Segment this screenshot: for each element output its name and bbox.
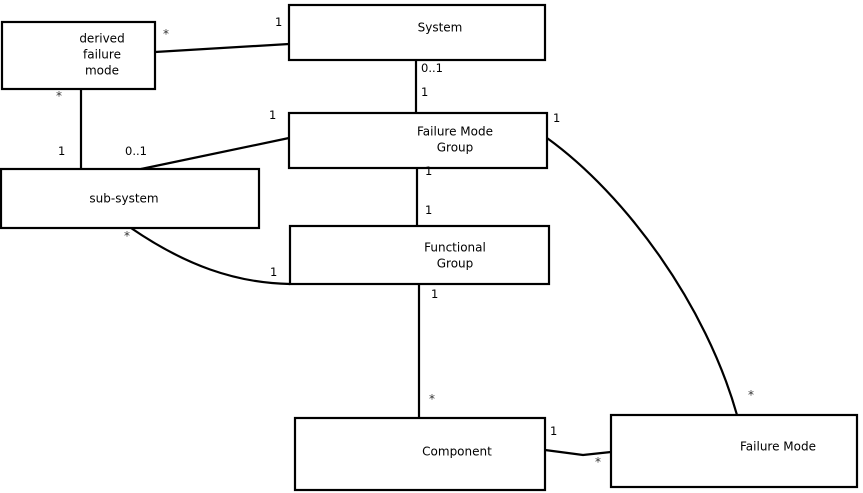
class-box-failure-mode[interactable]: Failure Mode bbox=[609, 413, 859, 489]
class-box-component[interactable]: Component bbox=[293, 416, 547, 492]
multiplicity-label: 1 bbox=[553, 111, 560, 125]
multiplicity-label: * bbox=[595, 455, 601, 469]
class-box-derived-failure-mode[interactable]: derived failure mode bbox=[0, 20, 157, 91]
class-box-sub-system[interactable]: sub-system bbox=[0, 167, 261, 230]
class-name-label: mode bbox=[85, 64, 119, 78]
multiplicity-label: 1 bbox=[269, 108, 276, 122]
association-edges-layer bbox=[79, 42, 739, 457]
class-name-label: sub-system bbox=[89, 192, 158, 206]
multiplicity-label: 1 bbox=[425, 164, 432, 178]
class-name-label: System bbox=[418, 21, 463, 35]
class-box-border[interactable] bbox=[288, 224, 551, 286]
multiplicity-label: * bbox=[124, 229, 130, 243]
association-edge[interactable] bbox=[130, 227, 291, 286]
class-name-label: Failure Mode bbox=[740, 440, 816, 454]
multiplicity-label: 1 bbox=[421, 85, 428, 99]
class-box-border[interactable] bbox=[0, 167, 261, 230]
class-name-label: Group bbox=[437, 141, 474, 155]
multiplicity-label: 1 bbox=[425, 203, 432, 217]
class-name-label: Group bbox=[437, 257, 474, 271]
multiplicity-label: 0..1 bbox=[421, 61, 443, 75]
class-name-label: Component bbox=[422, 445, 492, 459]
multiplicity-label: 1 bbox=[550, 424, 557, 438]
multiplicity-label: * bbox=[163, 27, 169, 41]
class-name-label: Failure Mode bbox=[417, 125, 493, 139]
multiplicity-label: 0..1 bbox=[125, 144, 147, 158]
class-box-system[interactable]: System bbox=[287, 3, 547, 62]
class-box-border[interactable] bbox=[287, 3, 547, 62]
association-edge[interactable] bbox=[546, 137, 739, 416]
class-name-label: derived bbox=[79, 32, 124, 46]
association-edge[interactable] bbox=[154, 42, 290, 54]
multiplicity-label: * bbox=[748, 388, 754, 402]
association-edge[interactable] bbox=[140, 136, 290, 171]
multiplicity-label: 1 bbox=[275, 15, 282, 29]
class-box-border[interactable] bbox=[609, 413, 859, 489]
multiplicity-label: * bbox=[56, 89, 62, 103]
class-name-label: Functional bbox=[424, 241, 486, 255]
association-edge[interactable] bbox=[544, 448, 612, 457]
multiplicity-label: 1 bbox=[270, 265, 277, 279]
multiplicity-label: * bbox=[429, 392, 435, 406]
class-name-label: failure bbox=[83, 48, 121, 62]
multiplicity-label: 1 bbox=[431, 287, 438, 301]
multiplicity-labels-layer: * 1 0..1 1 * 1 0..1 1 1 1 * 1 1 * 1 * 1 * bbox=[56, 15, 754, 469]
class-box-border[interactable] bbox=[287, 111, 549, 170]
class-box-border[interactable] bbox=[0, 20, 157, 91]
multiplicity-label: 1 bbox=[58, 144, 65, 158]
class-box-border[interactable] bbox=[293, 416, 547, 492]
